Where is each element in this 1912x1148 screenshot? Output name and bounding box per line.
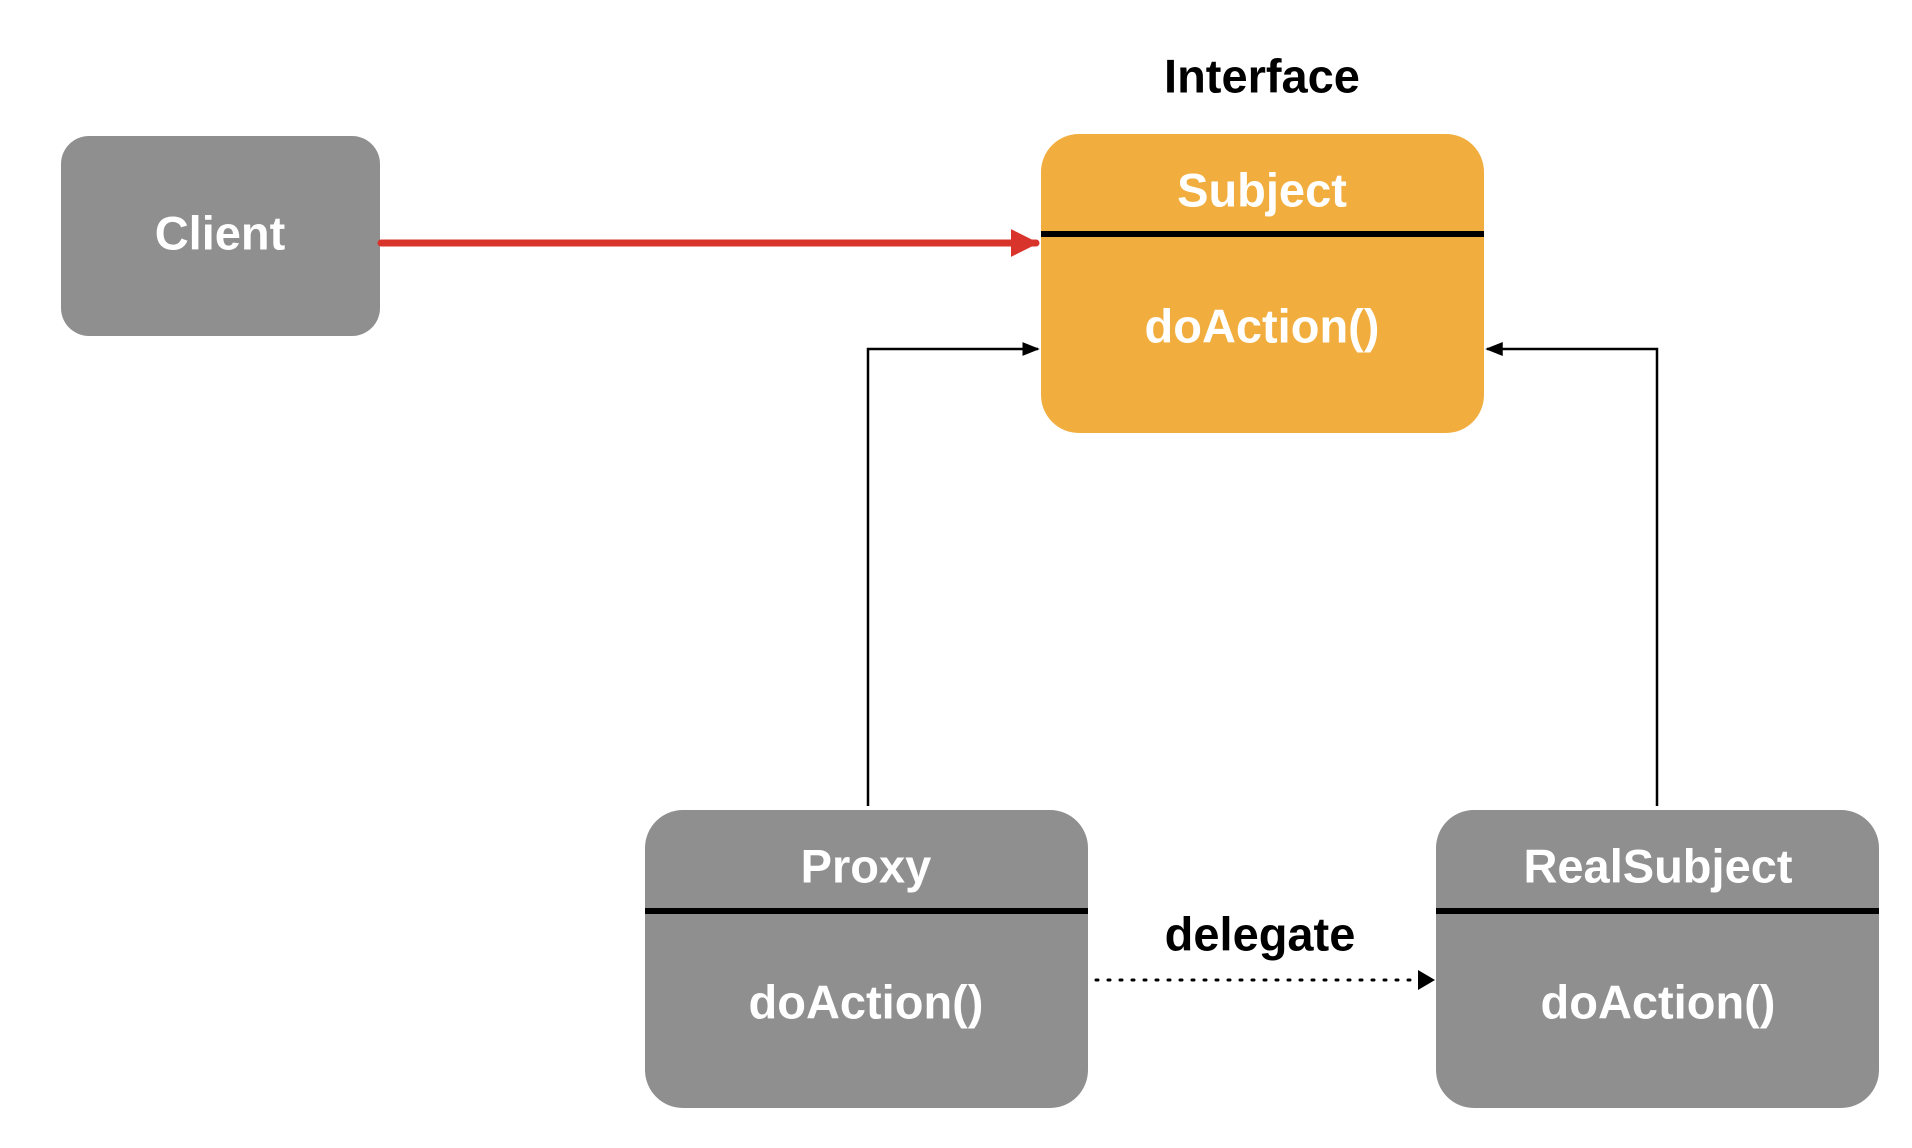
real-subject-name: RealSubject bbox=[1523, 839, 1792, 892]
subject-box-body bbox=[1041, 134, 1484, 433]
real-subject-method: doAction() bbox=[1541, 975, 1776, 1028]
real-subject-box[interactable]: RealSubject doAction() bbox=[1436, 810, 1879, 1108]
delegate-label: delegate bbox=[1165, 907, 1356, 960]
client-label: Client bbox=[155, 206, 286, 259]
proxy-box-body bbox=[645, 810, 1088, 1108]
subject-name: Subject bbox=[1177, 163, 1347, 216]
client-box[interactable]: Client bbox=[61, 136, 380, 336]
proxy-box[interactable]: Proxy doAction() bbox=[645, 810, 1088, 1108]
proxy-method: doAction() bbox=[749, 975, 984, 1028]
real-subject-box-body bbox=[1436, 810, 1879, 1108]
subject-method: doAction() bbox=[1145, 299, 1380, 352]
subject-box[interactable]: Subject doAction() bbox=[1041, 134, 1484, 433]
client-box-body bbox=[61, 136, 380, 336]
proxy-name: Proxy bbox=[801, 839, 932, 892]
interface-caption: Interface bbox=[1164, 49, 1360, 102]
proxy-to-subject-arrow bbox=[866, 342, 1040, 806]
real-subject-to-subject-arrow bbox=[1485, 342, 1659, 806]
delegate-arrow-head bbox=[1418, 970, 1435, 990]
